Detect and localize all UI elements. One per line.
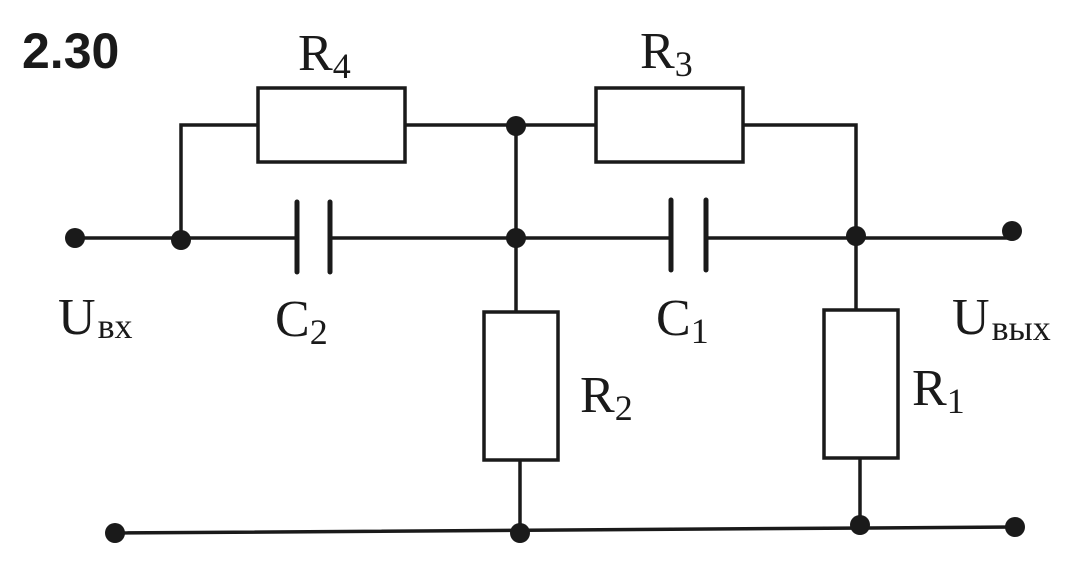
junction-ground-right [850,515,870,535]
resistor-r3 [594,86,745,164]
label-output-voltage: Uвых [952,289,1051,348]
resistor-r4 [256,86,407,164]
label-r3: R3 [640,23,693,84]
resistor-r2 [482,310,560,462]
wire-input-to-r4 [179,123,260,240]
capacitor-c1 [668,197,709,273]
label-c2: C2 [275,291,328,352]
capacitor-c2 [294,199,333,275]
input-terminal [65,228,85,248]
label-r1: R1 [912,360,965,421]
wire-r3-to-output [741,123,858,240]
problem-number: 2.30 [22,23,119,79]
label-c1: C1 [656,290,709,351]
label-input-voltage: Uвх [58,289,133,346]
junction-input [171,230,191,250]
resistor-r1 [822,308,900,460]
junction-output [846,226,866,246]
label-r2: R2 [580,367,633,428]
label-r4: R4 [298,25,351,86]
ground-terminal-right [1005,517,1025,537]
junction-ground-middle [510,523,530,543]
ground-terminal-left [105,523,125,543]
output-terminal [1002,221,1022,241]
ground-line [113,525,1017,535]
junction-top-middle [506,116,526,136]
junction-middle [506,228,526,248]
